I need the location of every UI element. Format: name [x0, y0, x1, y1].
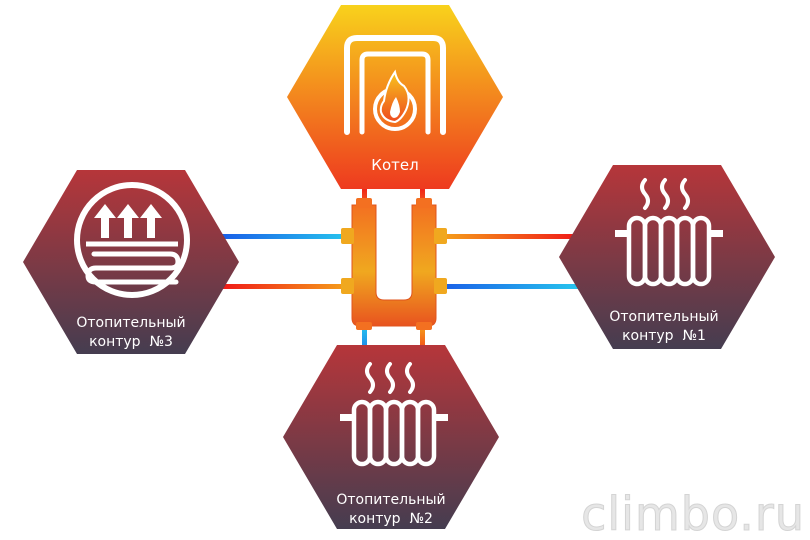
hydraulic-separator [341, 198, 447, 330]
boiler-node: Котел [287, 5, 503, 189]
circuit-1-node: Отопительный контур №1 [559, 165, 775, 349]
underfloor-heating-icon [74, 182, 190, 298]
boiler-label: Котел [371, 156, 418, 174]
circuit-3-label-line2: контур №3 [89, 334, 173, 350]
boiler-icon [344, 35, 446, 135]
pipe-boiler-left [362, 185, 367, 210]
pipe-circuit3-supply [220, 284, 350, 289]
circuit-2-node: Отопительный контур №2 [283, 345, 499, 529]
circuit-3-node: Отопительный контур №3 [23, 170, 239, 354]
pipe-circuit1-supply [440, 234, 580, 239]
pipes [220, 185, 580, 365]
watermark-text: climbo.ru [581, 487, 805, 540]
pipe-circuit1-return [440, 284, 580, 289]
radiator-icon [340, 362, 448, 467]
circuit-1-label-line2: контур №1 [622, 328, 706, 344]
circuit-3-label-line1: Отопительный [76, 315, 185, 331]
circuit-1-label-line1: Отопительный [609, 309, 718, 325]
circuit-2-label-line2: контур №2 [349, 511, 433, 527]
pipe-boiler-right [420, 185, 425, 210]
radiator-icon [615, 178, 723, 287]
pipe-circuit3-return [220, 234, 350, 239]
circuit-2-label-line1: Отопительный [336, 492, 445, 508]
